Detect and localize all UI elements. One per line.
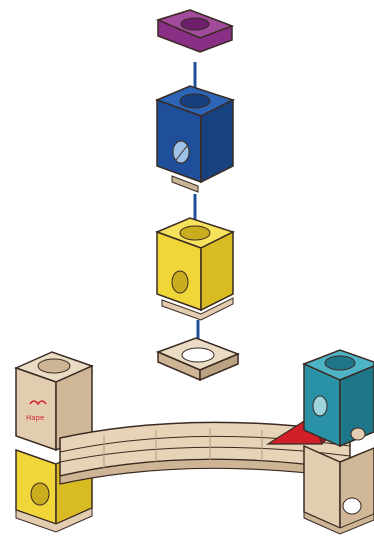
logo-text: Hape bbox=[26, 414, 44, 422]
wooden-base-tile bbox=[158, 338, 238, 380]
purple-cap-tile bbox=[158, 10, 232, 52]
yellow-cube bbox=[157, 218, 233, 320]
right-teal-cube bbox=[304, 350, 374, 446]
blue-cube bbox=[157, 86, 233, 192]
